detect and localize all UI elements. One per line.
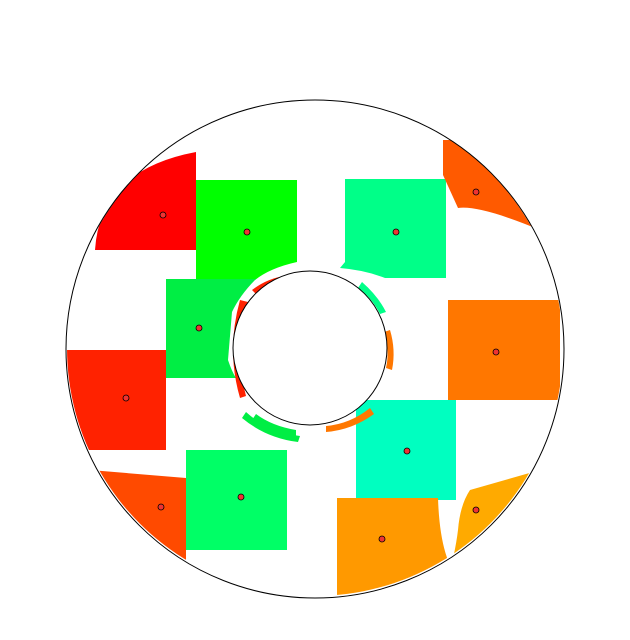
marker-r8: [403, 447, 411, 455]
fragment-mint-inner-top-right: [358, 282, 386, 314]
region-amber-bottom-right: [445, 470, 540, 590]
marker-r7: [122, 394, 130, 402]
region-green-bottom: [186, 450, 287, 550]
outer-boundary-circle: [65, 99, 565, 599]
marker-r10: [237, 493, 245, 501]
region-orange-red-bottom-left: [90, 470, 186, 580]
marker-r9: [157, 503, 165, 511]
marker-r5: [195, 324, 203, 332]
marker-r12: [472, 506, 480, 514]
marker-r3: [392, 228, 400, 236]
inner-boundary-circle: [232, 270, 388, 426]
marker-r11: [378, 535, 386, 543]
region-mint-upper-right: [340, 179, 446, 278]
region-green-left-middle: [166, 279, 256, 378]
marker-r2: [243, 228, 251, 236]
marker-r6: [492, 348, 500, 356]
region-red-top-left: [95, 152, 196, 250]
region-orange-bottom: [337, 498, 460, 596]
marker-r4: [472, 188, 480, 196]
fragment-red-inner-top: [252, 276, 285, 294]
region-red-left: [66, 350, 166, 450]
fragment-orange-inner-bottom-right: [326, 408, 374, 432]
center-markers: [122, 188, 500, 543]
marker-r1: [159, 211, 167, 219]
fragment-green-inner-bottom: [252, 414, 296, 438]
region-orange-right-middle: [448, 300, 560, 400]
